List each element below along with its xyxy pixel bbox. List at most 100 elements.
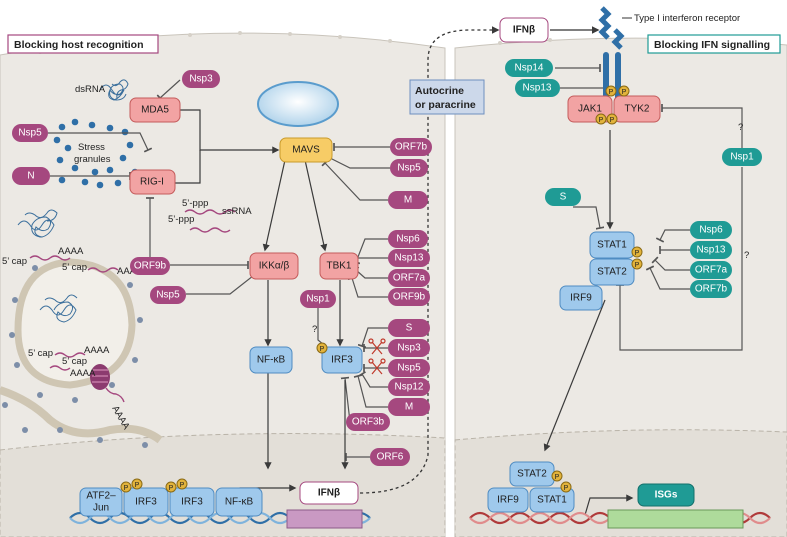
- nsp13-pill-c: [690, 241, 732, 259]
- aaaa-label-3: AAAA: [84, 345, 110, 356]
- stat1-nuclear-label: STAT1: [537, 495, 567, 506]
- isgs-node: [637, 483, 695, 507]
- stat2-nuclear-label: STAT2: [517, 469, 547, 480]
- mda5-node: [129, 97, 181, 123]
- orf7b-label-b: ORF7b: [695, 284, 728, 295]
- ifnb-top-node: [499, 17, 549, 43]
- stat1-label: STAT1: [597, 240, 627, 251]
- question-mark-3: ?: [744, 250, 749, 261]
- ifnb-gene-node: [299, 481, 359, 505]
- right-connectors: [543, 63, 743, 516]
- phosphate-marks: P P P P P P P P P P P P P: [120, 85, 643, 493]
- mda5-label: MDA5: [141, 105, 169, 116]
- jak1-label: JAK1: [578, 104, 602, 115]
- tyk2-node: [613, 95, 661, 123]
- irf9-label: IRF9: [570, 293, 592, 304]
- s-label-b: S: [560, 192, 567, 203]
- nfkb-label: NF-κB: [257, 355, 286, 366]
- nsp5-label-d: Nsp5: [397, 363, 421, 374]
- isg-gene-bar: [607, 509, 744, 529]
- receptor-label: Type I interferon receptor: [634, 13, 740, 24]
- autocrine-box: [409, 79, 485, 115]
- nsp5-label-b: Nsp5: [156, 290, 180, 301]
- right-title: Blocking IFN signalling: [654, 39, 770, 51]
- orf6-label: ORF6: [377, 452, 404, 463]
- dsrna-label: dsRNA: [75, 84, 106, 95]
- orf7b-pill-a: [390, 138, 432, 156]
- nsp1-pill-b: [722, 148, 762, 166]
- nsp13-pill-a: [388, 249, 430, 267]
- stat2-node: [589, 258, 635, 286]
- right-title-box: [647, 34, 781, 54]
- nsp14-label: Nsp14: [515, 63, 544, 74]
- cap-label-3: 5’ cap: [28, 348, 53, 359]
- rna-tangle-icon: [17, 209, 78, 323]
- mitochondrion-icon: [257, 81, 339, 127]
- atf2-label: ATF2–: [86, 491, 116, 502]
- irf9-nuclear-node: [487, 487, 529, 513]
- phospho-label: P: [635, 262, 640, 269]
- double-membrane-vesicle: [0, 258, 163, 448]
- nfkb-dna-label: NF-κB: [225, 497, 254, 508]
- nsp1-pill-a: [300, 290, 336, 308]
- ifnb-top-label: IFNβ: [513, 25, 535, 36]
- nsp6-pill-a: [388, 230, 428, 248]
- phospho-label: P: [610, 117, 615, 124]
- nsp13-label-c: Nsp13: [697, 245, 726, 256]
- nsp12-pill: [388, 378, 430, 396]
- orf7a-label-b: ORF7a: [695, 265, 728, 276]
- s-pill-b: [545, 188, 581, 206]
- left-title: Blocking host recognition: [14, 39, 144, 51]
- ikk-label: IKKα/β: [259, 261, 290, 272]
- nsp5-label-a: Nsp5: [18, 128, 42, 139]
- ssrna-label: ssRNA: [222, 206, 252, 217]
- irf3-node: [321, 346, 363, 374]
- s-pill-a: [388, 319, 430, 337]
- dsrna-icon: [99, 79, 129, 101]
- orf6-pill: [370, 448, 410, 466]
- viral-pills-left: Nsp3 Nsp5 N ORF9b Nsp5 ORF7b Nsp5 M Nsp6…: [12, 70, 432, 466]
- orf7a-label-a: ORF7a: [393, 273, 426, 284]
- nsp14-pill: [505, 59, 553, 77]
- mavs-node: [279, 137, 333, 163]
- phospho-label: P: [599, 117, 604, 124]
- autocrine-label-2: or paracrine: [415, 99, 476, 111]
- phospho-label: P: [135, 482, 140, 489]
- atf2-jun-node: [79, 487, 123, 517]
- stat1-nuclear-node: [529, 487, 575, 513]
- phospho-label: P: [169, 485, 174, 492]
- nsp6-label-a: Nsp6: [396, 234, 420, 245]
- stat2-label: STAT2: [597, 267, 627, 278]
- scissors-icon: [368, 338, 386, 375]
- nfkb-dna-node: [215, 487, 263, 517]
- nsp5-label-c: Nsp5: [397, 163, 421, 174]
- orf7b-label-a: ORF7b: [395, 142, 428, 153]
- pore-complex-icon: [90, 364, 110, 390]
- irf3-dna-label-b: IRF3: [181, 497, 203, 508]
- tbk1-label: TBK1: [326, 261, 351, 272]
- m-label-a: M: [404, 195, 412, 206]
- cap-label-4: 5’ cap: [62, 356, 87, 367]
- stat1-node: [589, 231, 635, 259]
- orf9b-pill-a: [130, 257, 170, 275]
- phospho-label: P: [635, 250, 640, 257]
- aaaa-label-1: AAAA: [58, 246, 84, 257]
- n-label: N: [27, 171, 34, 182]
- nsp13-pill-b: [515, 79, 560, 97]
- tyk2-label: TYK2: [624, 104, 649, 115]
- autocrine-label-1: Autocrine: [415, 85, 464, 97]
- nsp5-pill-c: [390, 159, 428, 177]
- phospho-label: P: [564, 485, 569, 492]
- orf9b-label-a: ORF9b: [134, 261, 167, 272]
- irf9-nuclear-label: IRF9: [497, 495, 519, 506]
- nsp1-label-b: Nsp1: [730, 152, 754, 163]
- orf9b-label-b: ORF9b: [393, 292, 426, 303]
- orf7a-pill-a: [388, 269, 430, 287]
- cap-label-2: 5’ cap: [62, 262, 87, 273]
- host-nodes: MDA5 RIG-I MAVS IKKα/β TBK1 NF-κB IRF3 A…: [79, 17, 695, 517]
- orf3b-pill: [346, 413, 390, 431]
- phospho-label: P: [555, 474, 560, 481]
- ifnb-gene-bar: [286, 509, 363, 529]
- nsp13-label-b: Nsp13: [523, 83, 552, 94]
